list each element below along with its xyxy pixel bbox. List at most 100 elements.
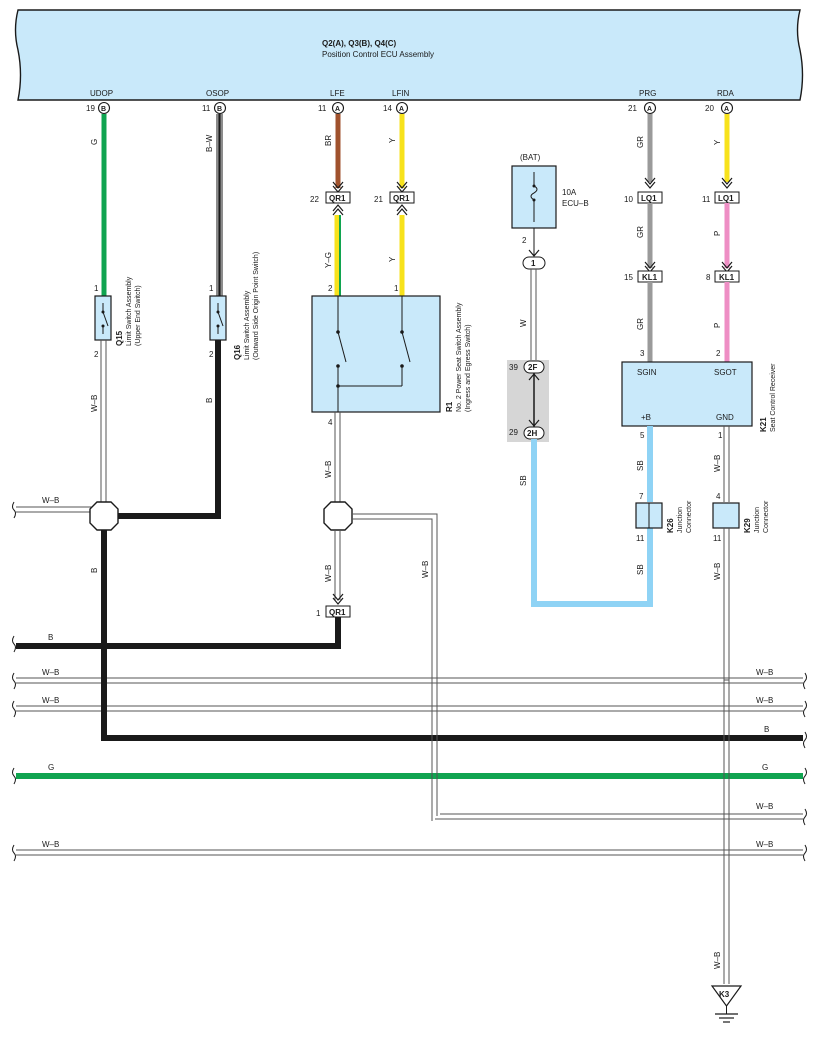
right-break-marks [803, 672, 807, 862]
ecu-subtitle: Position Control ECU Assembly [322, 50, 434, 59]
ecu-title: Q2(A), Q3(B), Q4(C) [322, 39, 397, 48]
wire-k21-b-color: SB [636, 460, 645, 471]
k21-name: Seat Control Receiver [770, 363, 777, 432]
terminal-osop-label: OSOP [206, 89, 229, 98]
wire-r1-down-color: W–B [324, 565, 333, 582]
terminal-lfin-label: LFIN [392, 89, 410, 98]
wire-rda-color: Y [713, 139, 722, 145]
wire-k26-out-color: SB [636, 564, 645, 575]
qr1-top-left-label: QR1 [329, 194, 346, 203]
wire-lfe-color: BR [324, 135, 333, 146]
k21-pin-gnd: 1 [718, 431, 723, 440]
wire-osop-color: B–W [205, 134, 214, 152]
qr1-bottom-label: QR1 [329, 608, 346, 617]
terminal-udop-conn: B [101, 106, 106, 113]
left-break-marks [12, 501, 16, 862]
terminal-lfin-conn: A [399, 106, 404, 113]
k29-pin-top: 4 [716, 492, 721, 501]
position-control-ecu: Q2(A), Q3(B), Q4(C) Position Control ECU… [14, 9, 804, 101]
wire-lfe-lower-color: Y–G [324, 252, 333, 268]
terminal-rda-marker [720, 101, 734, 115]
terminal-rda-conn: A [724, 106, 729, 113]
k21-pin-sgin: 3 [640, 349, 645, 358]
terminal-lfe-pin: 11 [318, 104, 327, 113]
left-splice-octagon [89, 501, 119, 531]
wire-prg-low-color: GR [636, 318, 645, 330]
bus-4-right-label: W–B [756, 696, 773, 705]
terminal-rda-pin: 20 [705, 104, 714, 113]
j2h-label: 2H [527, 429, 537, 438]
k29-code: K29 [743, 518, 752, 533]
fuse-pin: 2 [522, 236, 527, 245]
wire-rda-low-color: P [713, 323, 722, 328]
wire-q15-out-color: W–B [90, 395, 99, 412]
terminal-prg-pin: 21 [628, 104, 637, 113]
q16-code: Q16 [233, 344, 242, 360]
fuse-circuit: (BAT) 10A ECU–B 2 1 W 39 2F 29 2H SB [507, 153, 653, 607]
kl1-pin-b: 8 [706, 273, 711, 282]
r1-pin-a: 2 [328, 284, 333, 293]
terminal-udop-pin: 19 [86, 104, 95, 113]
ground-k3-label: K3 [719, 990, 730, 999]
q15-switch-box [94, 295, 112, 341]
k29-junction-box [712, 502, 740, 529]
wire-sb-color: SB [519, 475, 528, 486]
terminal-prg-conn: A [647, 106, 652, 113]
fuse-name: ECU–B [562, 199, 589, 208]
right-splice-octagon [323, 501, 353, 531]
bus-7-right-label: W–B [756, 802, 773, 811]
qr1-top-right-label: QR1 [393, 194, 410, 203]
k29-name: Junction [754, 507, 761, 533]
r1-pin-b: 1 [394, 284, 399, 293]
ground-k3-triangle [710, 985, 743, 1008]
k21-code: K21 [759, 417, 768, 432]
q15-pin-top: 1 [94, 284, 99, 293]
fuse-rating: 10A [562, 188, 577, 197]
k29-pin-bottom: 11 [713, 534, 722, 543]
bus-lines: W–B W–B W–B W–B W–B G G W–B W–B W–B [12, 496, 807, 862]
wire-k29-out-color: W–B [713, 563, 722, 580]
lq1-pin-a: 10 [624, 195, 633, 204]
bus-8-right-label: W–B [756, 840, 773, 849]
wire-splice-wb-color: W–B [421, 561, 430, 578]
terminal-udop-label: UDOP [90, 89, 113, 98]
wire-rda-mid-color: P [713, 231, 722, 236]
ecu-terminals: UDOP 19 B OSOP 11 B LFE 11 A LFIN 14 A P… [86, 89, 735, 115]
k26-code: K26 [666, 518, 675, 533]
r1-circuit: BR Y 22 QR1 21 QR1 Y–G Y 2 1 [16, 114, 472, 821]
lq1-pin-b: 11 [702, 195, 711, 204]
k26-name: Junction [677, 507, 684, 533]
r1-pin-c: 4 [328, 418, 333, 427]
q15-pin-bottom: 2 [94, 350, 99, 359]
k26-pin-top: 7 [639, 492, 644, 501]
left-splice: B B [89, 501, 803, 741]
kl1-pin-a: 15 [624, 273, 633, 282]
k26-sub: Connector [686, 500, 693, 533]
terminal-lfe-marker [331, 101, 345, 115]
wire-r1-out-color: W–B [324, 461, 333, 478]
q16-pin-bottom: 2 [209, 350, 214, 359]
k21-plus-b: +B [641, 413, 651, 422]
terminal-udop-marker [97, 101, 111, 115]
bus-4-left-label: W–B [42, 696, 59, 705]
qr1-pin-a: 22 [310, 195, 319, 204]
terminal-lfin-marker [395, 101, 409, 115]
k21-pin-b: 5 [640, 431, 645, 440]
bus-3-right-label: W–B [756, 668, 773, 677]
r1-code: R1 [445, 401, 454, 412]
bus-3-left-label: W–B [42, 668, 59, 677]
j2h-pin: 29 [509, 428, 518, 437]
wire-bat-color: W [519, 319, 528, 327]
bus-1-left-label: W–B [42, 496, 59, 505]
udop-circuit: G 1 2 Q15 Limit Switch Assembly (Upper E… [90, 114, 142, 502]
wire-prg-color: GR [636, 136, 645, 148]
q16-sub: (Outward Side Origin Point Switch) [253, 252, 260, 360]
wire-lfin-lower-color: Y [388, 256, 397, 262]
terminal-osop-pin: 11 [202, 104, 211, 113]
r1-sub: (Ingress and Egress Switch) [465, 324, 472, 412]
lq1-right-label: LQ1 [718, 194, 734, 203]
j2f-pin: 39 [509, 363, 518, 372]
lq1-left-label: LQ1 [641, 194, 657, 203]
terminal-osop-marker [213, 101, 227, 115]
